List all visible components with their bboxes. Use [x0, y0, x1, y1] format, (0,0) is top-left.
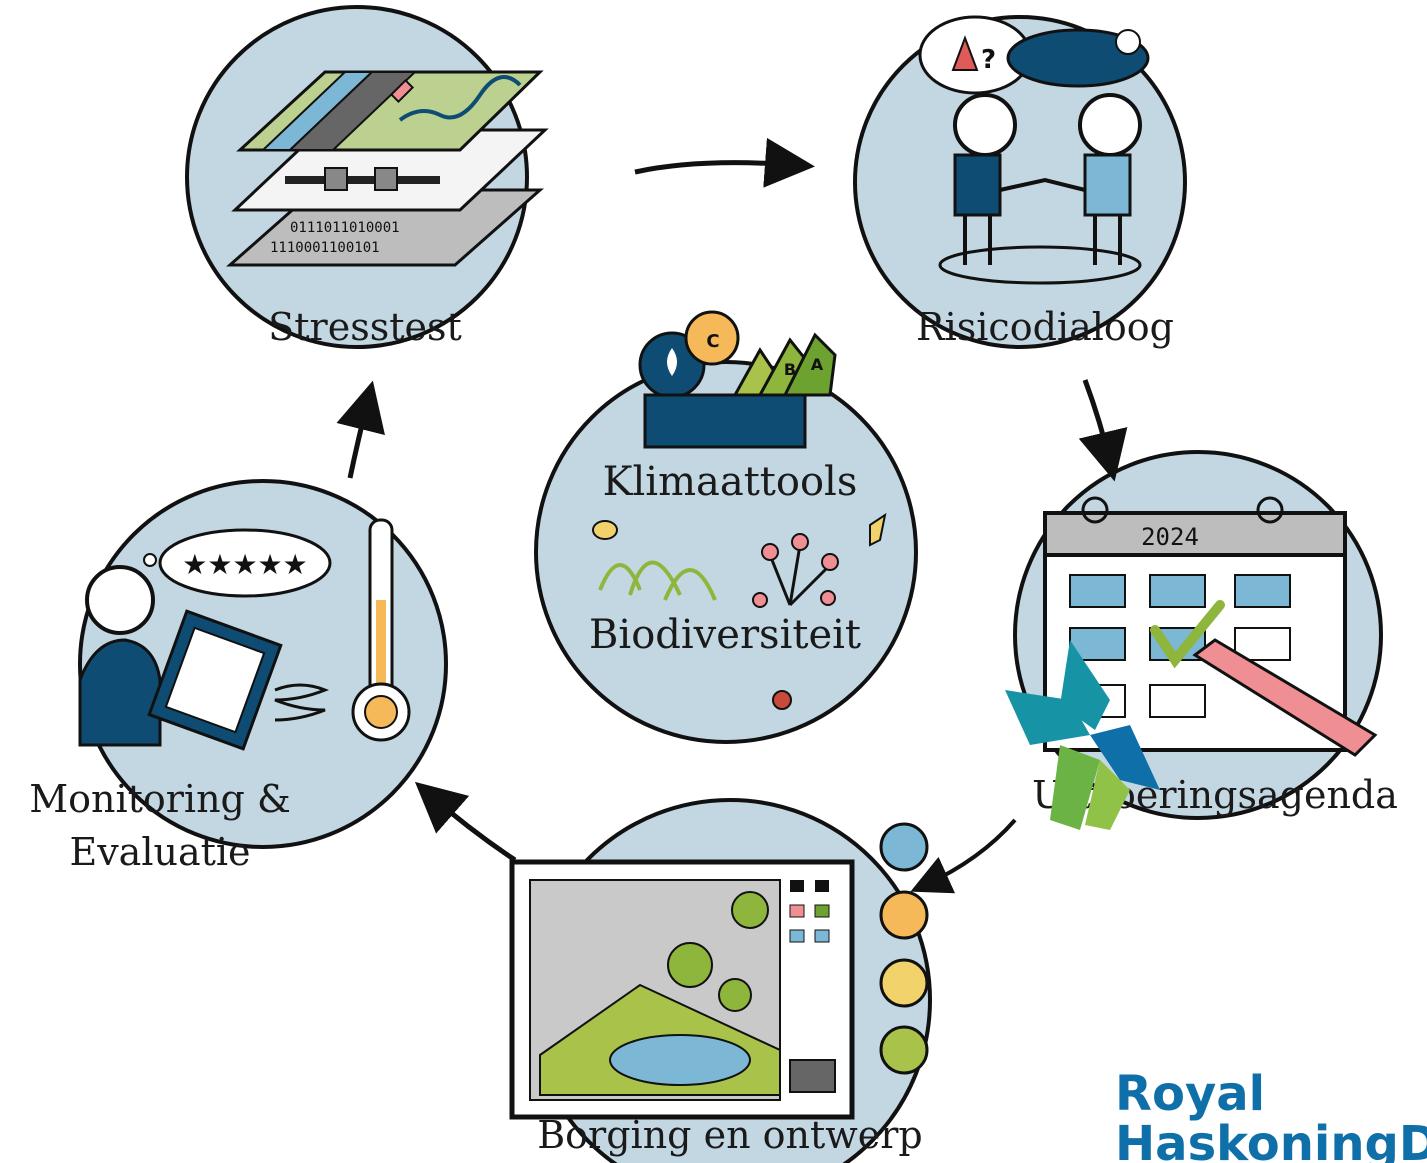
person-head	[85, 565, 155, 635]
logo-line2: HaskoningDHV	[1115, 1116, 1427, 1163]
spring-icon	[274, 683, 330, 722]
risicodialoog-label: Risicodialoog	[916, 305, 1174, 349]
arrow-monitoring-to-stresstest	[336, 380, 385, 479]
thought-cloud	[158, 528, 332, 598]
grass-plants-icon	[598, 560, 717, 601]
heat-icon	[879, 890, 929, 940]
person-body	[78, 638, 162, 747]
arrow-risicodialoog-to-uitvoeringsagenda	[1078, 379, 1128, 482]
ladybug-icon	[772, 690, 792, 710]
toolbox	[643, 393, 807, 449]
bee-icon	[592, 520, 618, 540]
center-circle	[534, 360, 918, 744]
monitoring-label-line2: Evaluatie	[69, 830, 250, 874]
wind-icon	[879, 1025, 929, 1075]
borging-illustration	[509, 859, 855, 1120]
person-right-body	[1083, 153, 1132, 217]
person-right-head	[1078, 93, 1142, 157]
borging-label: Borging en ontwerp	[537, 1113, 923, 1157]
center-title: Klimaattools	[603, 459, 858, 505]
svg-text:1110001100101: 1110001100101	[270, 240, 380, 256]
arrow-stresstest-to-risicodialoog	[634, 137, 815, 188]
royal-haskoningdhv-logo: Royal HaskoningDHV	[1005, 640, 1427, 1163]
sun-icon	[684, 310, 740, 366]
monitoring-label-line1: Monitoring &	[29, 777, 291, 821]
binary-digits: 0111011010001	[290, 220, 400, 236]
arrow-uitvoeringsagenda-to-borging	[910, 818, 1017, 894]
calendar-header	[1043, 511, 1347, 557]
energy-label-b: B	[784, 360, 796, 379]
arrow-borging-to-monitoring	[414, 781, 517, 863]
monitoring-illustration	[78, 518, 411, 751]
center-subtitle: Biodiversiteit	[589, 612, 861, 658]
butterfly-icon	[869, 512, 887, 547]
star-logo-icon	[1005, 640, 1160, 830]
person-left-body	[953, 153, 1002, 217]
logo-line1: Royal	[1115, 1066, 1265, 1122]
calendar-ring-right	[1256, 496, 1284, 524]
flooding-icon	[879, 822, 929, 872]
stresstest-label: Stresstest	[268, 305, 462, 349]
svg-text:?: ?	[981, 45, 996, 75]
warning-icon	[951, 35, 979, 71]
rating-stars: ★★★★★	[182, 548, 308, 581]
person-left-head	[953, 93, 1017, 157]
calendar-ring-left	[1081, 496, 1109, 524]
drought-icon	[879, 958, 929, 1008]
energy-label-c: C	[706, 331, 719, 352]
weather-cloud-icon	[1006, 28, 1150, 88]
pencil-icon	[1192, 638, 1378, 757]
calendar-year: 2024	[1141, 523, 1199, 551]
checkmark-icon	[1150, 600, 1225, 669]
legend-panel	[789, 1059, 836, 1093]
risicodialoog-illustration: ?	[918, 15, 1150, 285]
cycle-arrows	[336, 137, 1128, 894]
flowers-icon	[752, 533, 839, 608]
klimaattools-illustration	[592, 310, 887, 710]
energy-label-a: A	[811, 355, 824, 374]
stresstest-layers-illustration: 0111011010001 1110001100101	[226, 70, 549, 267]
